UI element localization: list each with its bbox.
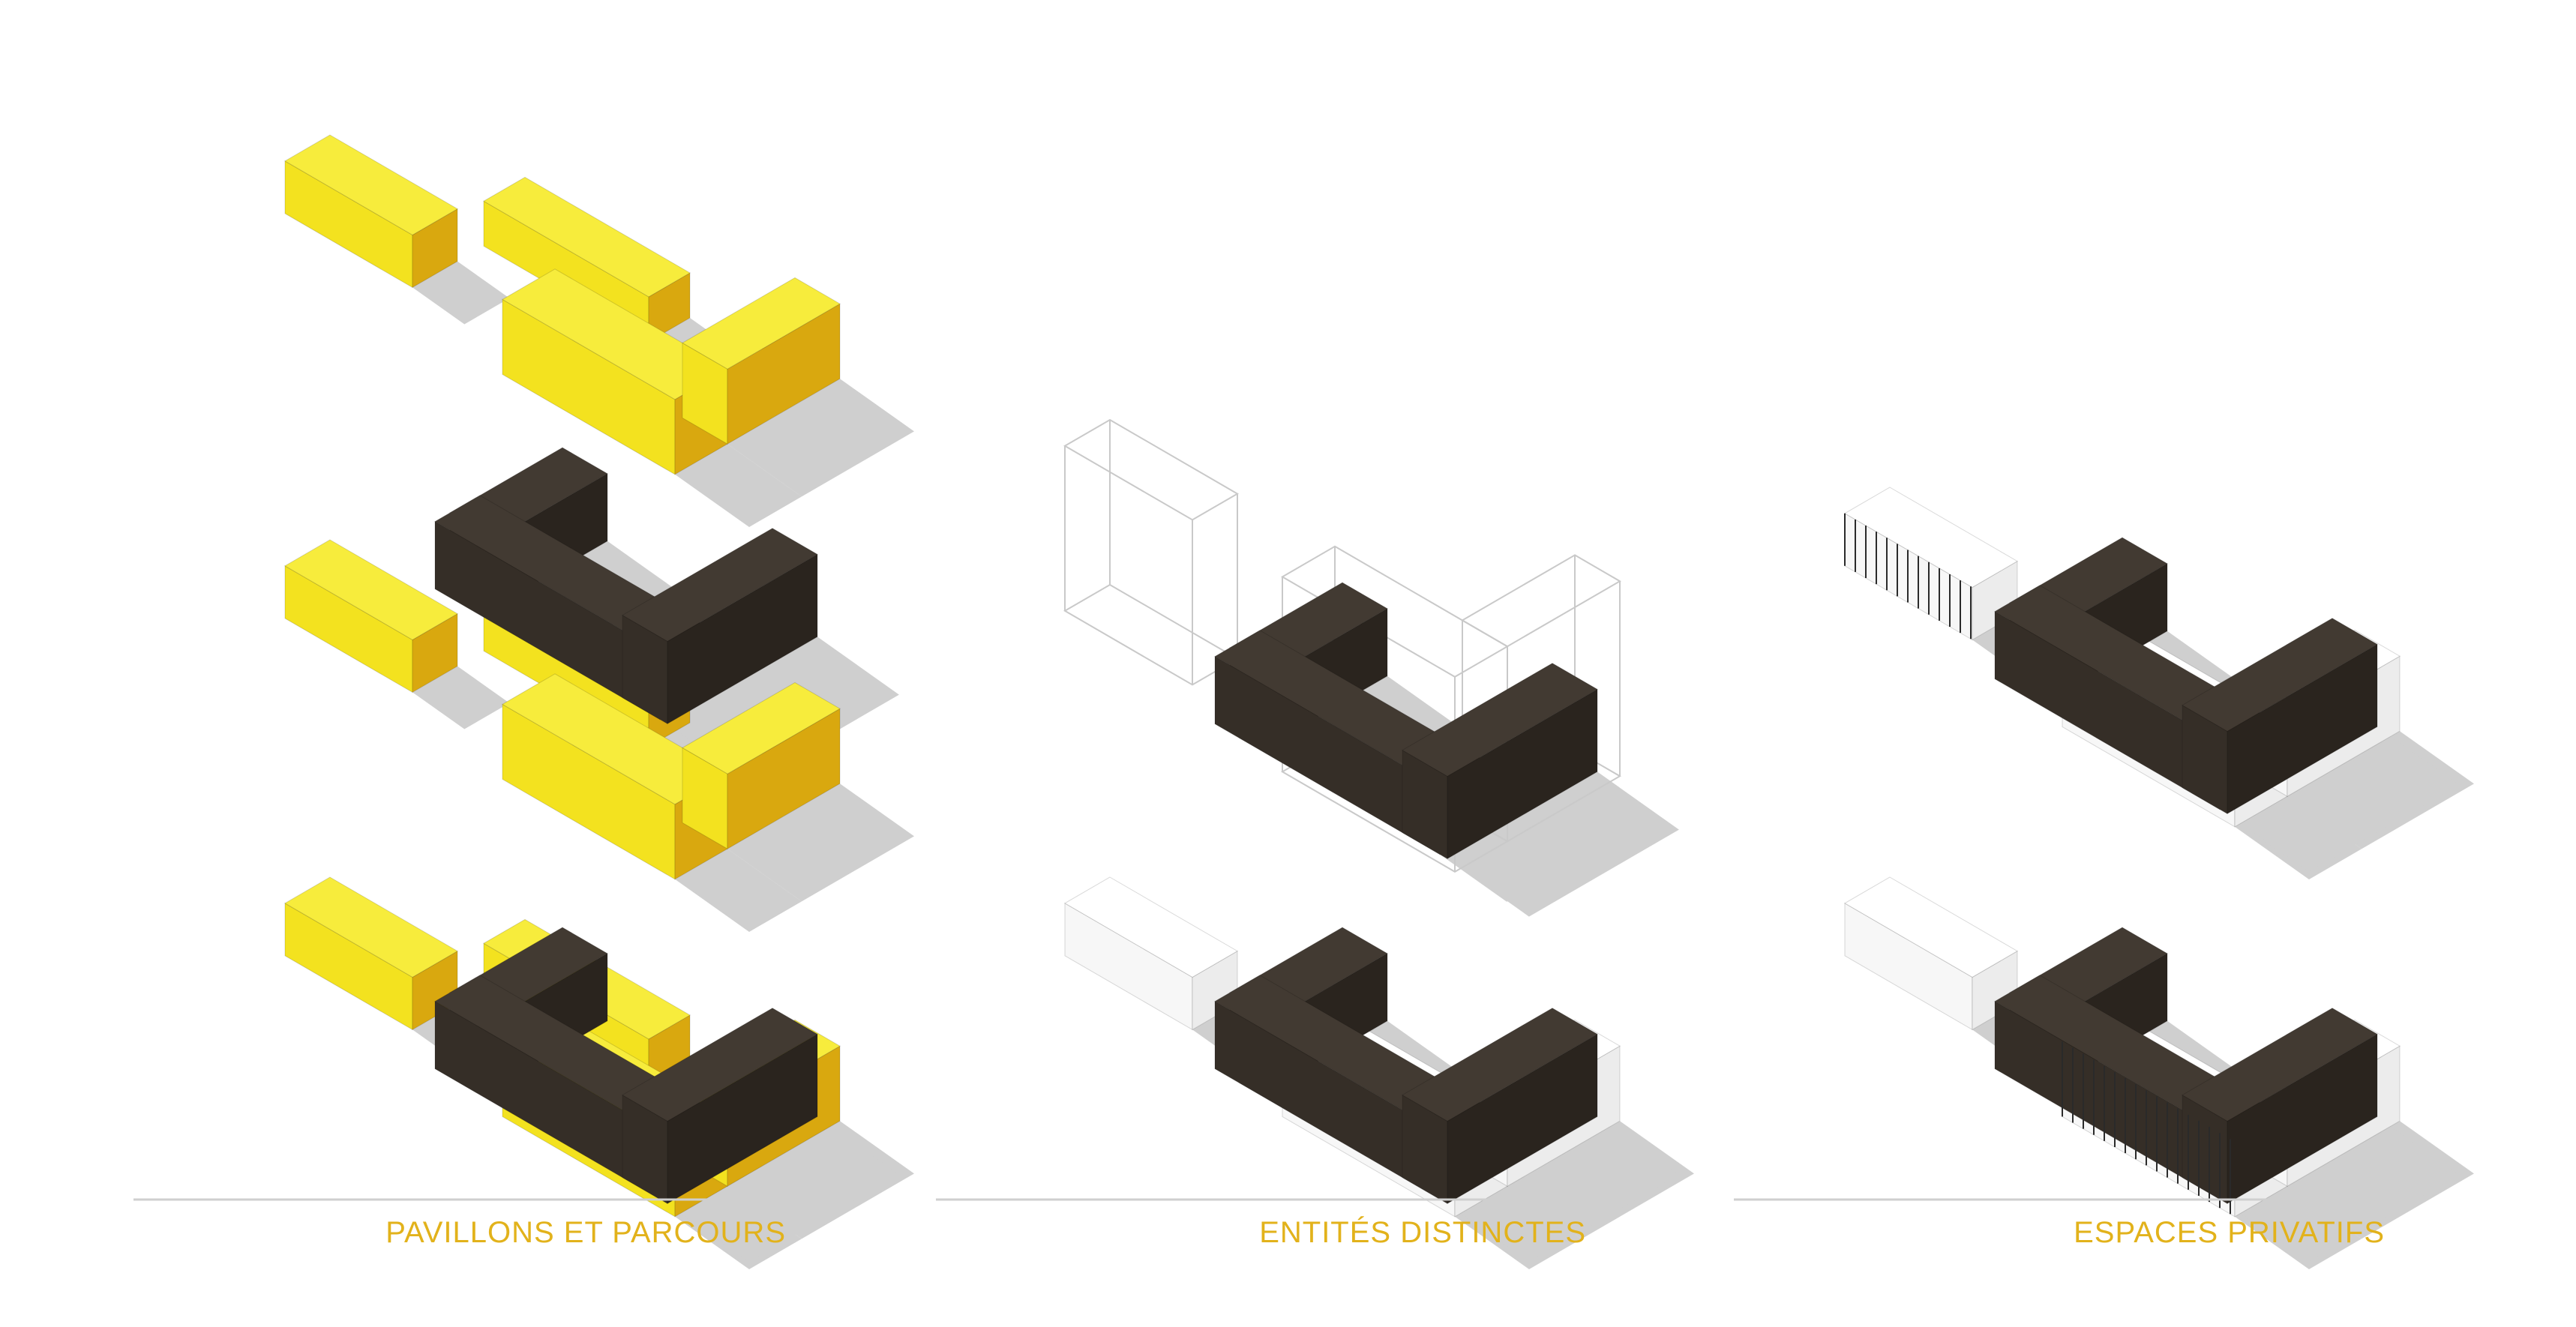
p3-row3-ring-block-3-face-top bbox=[2182, 1008, 2378, 1122]
p2-row2-ring-block-3-face-top bbox=[1402, 663, 1598, 777]
p1-row1-block-2-face-top bbox=[483, 176, 691, 298]
p2-row3-block-1-face-top bbox=[1064, 876, 1238, 978]
p2-row3-ring-block-3-face-top bbox=[1402, 1008, 1598, 1122]
undefined bbox=[727, 379, 914, 497]
undefined bbox=[675, 444, 802, 527]
mesh-facade-icon bbox=[2062, 1041, 2231, 1215]
p3-row3-block-1-face-top bbox=[1844, 876, 2018, 978]
p1-row1-block-4-face-top bbox=[682, 277, 841, 370]
p3-row2-ring-block-3-face-top bbox=[2182, 618, 2378, 732]
undefined bbox=[1447, 771, 1679, 917]
panel-caption-3: ESPACES PRIVATIFS bbox=[2074, 1216, 2385, 1249]
panel-caption-1: PAVILLONS ET PARCOURS bbox=[385, 1216, 786, 1249]
undefined bbox=[2227, 726, 2459, 872]
p2-row2-block-3-ghost-top bbox=[1461, 554, 1621, 648]
p1-row3-ring-block-3-face-top bbox=[622, 1008, 818, 1122]
p2-row2-block-1-ghost-top bbox=[1063, 418, 1239, 521]
undefined bbox=[675, 849, 802, 932]
panel-caption-2: ENTITÉS DISTINCTES bbox=[1259, 1216, 1586, 1249]
undefined bbox=[412, 261, 510, 325]
p1-row1-block-1-face-top bbox=[284, 134, 458, 235]
p1-row1-block-3-face-top bbox=[502, 268, 728, 400]
p2-row2-block-1-ghost-base bbox=[1063, 583, 1239, 686]
undefined bbox=[412, 666, 510, 729]
p1-row2-block-3-face-top bbox=[502, 673, 728, 805]
p1-row2-upper-block-3-face-top bbox=[622, 528, 818, 642]
p3-row2-block-1-face-top bbox=[1844, 487, 2018, 588]
blocks-layer bbox=[284, 134, 2401, 1218]
p1-row2-block-4-face-top bbox=[682, 681, 841, 774]
mesh-facade-icon bbox=[1844, 513, 1972, 640]
undefined bbox=[2227, 1116, 2459, 1262]
undefined bbox=[727, 783, 914, 902]
p1-row3-block-1-face-top bbox=[284, 876, 458, 978]
p1-row2-block-1-face-top bbox=[284, 539, 458, 640]
undefined bbox=[667, 1116, 899, 1262]
undefined bbox=[1447, 1116, 1679, 1262]
